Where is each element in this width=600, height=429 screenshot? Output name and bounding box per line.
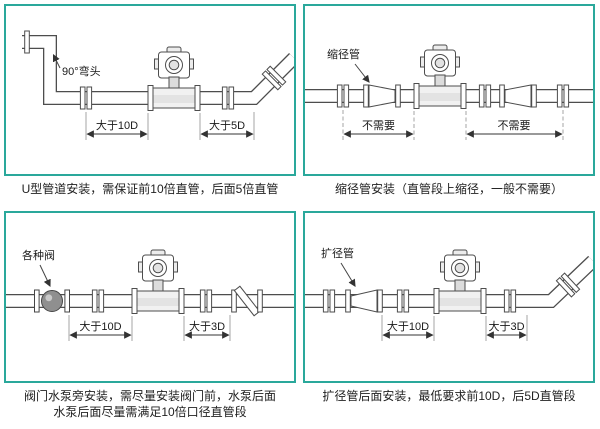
flange-icon (24, 30, 30, 54)
callout-label: 90°弯头 (62, 64, 101, 78)
panel-cell-valve: 各种阀 大于10D 大于3D 阀门水泵旁安装，需尽量安装阀门前，水泵后 (4, 210, 296, 421)
callout: 缩径管 (327, 47, 370, 83)
flange-icon (363, 84, 369, 108)
pipe (305, 256, 593, 307)
flange-icon (257, 289, 263, 313)
panel-caption: 扩径管后面安装，最低要求前10D，后5D直管段 (322, 388, 576, 403)
callout-label: 扩径管 (321, 246, 354, 260)
caption-line-2: 水泵后面尽量需满足10倍口径直管段 (53, 405, 247, 420)
panel-reducer: 缩径管 不需要 不需要 (303, 4, 595, 176)
callout-arrow (39, 264, 51, 287)
callout-arrow (52, 53, 61, 69)
pipe (22, 36, 294, 104)
flowmeter-icon (147, 46, 201, 111)
callout: 90°弯头 (52, 53, 101, 78)
flange-icon (345, 289, 351, 313)
panel-expander: 扩径管 大于10D 大于3D (303, 210, 595, 383)
expander-icon (504, 84, 532, 108)
flange-icon (377, 289, 383, 313)
dimension-right: 不需要 (465, 110, 564, 140)
reducer-diagram: 缩径管 不需要 不需要 (305, 44, 593, 140)
expander-diagram: 扩径管 大于10D 大于3D (305, 246, 593, 341)
expander-icon (350, 288, 378, 313)
flange-icon (499, 84, 505, 108)
callout: 各种阀 (22, 248, 55, 287)
flowmeter-icon (413, 44, 467, 109)
dimension-left: 大于10D (85, 112, 149, 140)
flange-icon (231, 289, 237, 313)
dimension-label: 大于3D (189, 319, 225, 333)
dimension-label: 大于10D (96, 118, 138, 132)
dimension-label: 大于10D (79, 319, 121, 333)
valve-diagram: 各种阀 大于10D 大于3D (6, 248, 294, 341)
dimension-label: 大于5D (209, 118, 245, 132)
panel-valve: 各种阀 大于10D 大于3D (4, 210, 296, 383)
dimension-right: 大于3D (485, 314, 528, 341)
check-valve-icon (233, 285, 261, 317)
dimension-right: 大于5D (199, 112, 255, 140)
flowmeter-icon (433, 249, 487, 314)
callout: 扩径管 (321, 246, 356, 287)
u-type-diagram: 90°弯头 大于10D 大于5D (22, 30, 294, 140)
caption-line-1: 阀门水泵旁安装，需尽量安装阀门前，水泵后面 (23, 388, 276, 403)
dimension-left: 不需要 (342, 110, 415, 140)
flowmeter-icon (131, 249, 185, 314)
dimension-label: 不需要 (362, 119, 395, 132)
dimension-label: 大于10D (387, 319, 429, 333)
dimension-label: 不需要 (498, 119, 531, 132)
panel-caption: 缩径管安装（直管段上缩径，一般不需要） (334, 182, 563, 196)
flange-icon (531, 84, 537, 108)
panel-cell-u-type: 90°弯头 大于10D 大于5D U型管道安装，需保证前10倍直管，后面5倍直管 (4, 4, 296, 198)
dimension-left: 大于10D (381, 314, 435, 341)
callout-arrow (354, 63, 370, 83)
callout-arrow (340, 262, 356, 287)
dimension-right: 大于3D (183, 314, 231, 341)
flange-icon (395, 84, 401, 108)
callout-label: 各种阀 (22, 248, 55, 262)
dimension-left: 大于10D (68, 314, 133, 341)
panel-caption: U型管道安装，需保证前10倍直管，后面5倍直管 (21, 182, 279, 196)
panel-u-type: 90°弯头 大于10D 大于5D (4, 4, 296, 176)
callout-label: 缩径管 (327, 47, 360, 61)
panel-cell-expander: 扩径管 大于10D 大于3D 扩径管后面安装，最低要求前10D，后5D直管段 (303, 210, 595, 421)
reducer-icon (368, 84, 396, 108)
panel-cell-reducer: 缩径管 不需要 不需要 缩径管安装（直管段上缩径，一般不需要） (303, 4, 595, 198)
panel-caption: 阀门水泵旁安装，需尽量安装阀门前，水泵后面 水泵后面尽量需满足10倍口径直管段 (4, 388, 296, 421)
dimension-label: 大于3D (488, 319, 524, 333)
